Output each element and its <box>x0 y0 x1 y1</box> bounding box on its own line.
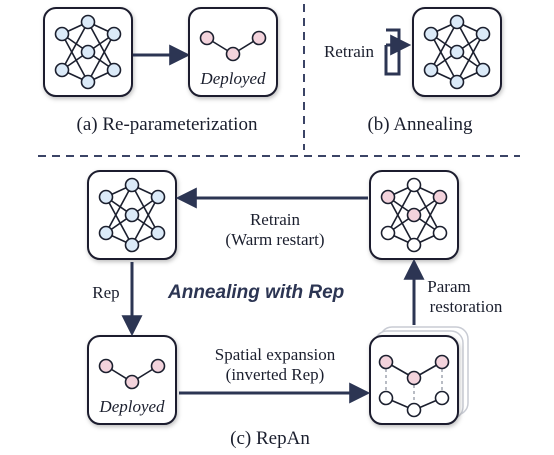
network-node <box>199 30 215 46</box>
network-edge <box>87 33 115 83</box>
network-node <box>98 225 114 241</box>
caption-c: (c) RepAn <box>230 428 310 449</box>
network-node <box>106 62 122 78</box>
network-node <box>124 374 140 390</box>
retrain-label-b: Retrain <box>323 42 375 61</box>
restoration-label: restoration <box>429 297 503 316</box>
network-edge <box>131 196 159 246</box>
network-node <box>406 177 422 193</box>
network-node <box>449 74 465 90</box>
network-node <box>124 177 140 193</box>
slim-network-icon <box>199 30 267 62</box>
network-edge <box>61 33 89 83</box>
network-edge <box>105 184 133 234</box>
expanded-network-icon <box>378 354 450 418</box>
network-edge <box>61 21 89 71</box>
spatial-expansion-label: Spatial expansion <box>214 345 336 364</box>
network-node <box>225 46 241 62</box>
panel-a-full-network <box>43 7 133 97</box>
panel-c-full-network <box>87 170 177 260</box>
network-node <box>378 354 394 370</box>
network-node <box>432 189 448 205</box>
network-node <box>406 402 422 418</box>
inverted-rep-label: (inverted Rep) <box>225 365 325 384</box>
panel-b-network <box>412 7 502 97</box>
network-node <box>449 44 465 60</box>
slim-network-icon <box>98 358 166 390</box>
panel-c-restored-network <box>369 170 459 260</box>
network-node <box>80 74 96 90</box>
network-edge <box>456 33 484 83</box>
network-node <box>150 189 166 205</box>
network-node <box>98 358 114 374</box>
full-network-icon <box>54 14 122 90</box>
network-edge <box>456 21 484 71</box>
network-node <box>475 62 491 78</box>
network-node <box>406 207 422 223</box>
annealing-with-rep-title: Annealing with Rep <box>168 282 345 303</box>
network-node <box>380 189 396 205</box>
network-node <box>406 237 422 253</box>
network-node <box>54 62 70 78</box>
network-node <box>423 26 439 42</box>
network-edge <box>387 184 415 234</box>
network-node <box>80 44 96 60</box>
network-node <box>251 30 267 46</box>
network-node <box>380 225 396 241</box>
network-node <box>98 189 114 205</box>
deployed-label-a: Deployed <box>200 69 266 88</box>
param-label: Param <box>427 277 471 296</box>
network-edge <box>87 21 115 71</box>
network-node <box>124 237 140 253</box>
network-node <box>432 225 448 241</box>
rep-label: Rep <box>92 283 120 302</box>
network-node <box>449 14 465 30</box>
network-node <box>434 390 450 406</box>
network-node <box>124 207 140 223</box>
network-edge <box>430 21 458 71</box>
network-node <box>54 26 70 42</box>
panel-c-expanded-stack <box>369 326 469 425</box>
retrain-label-c: Retrain <box>249 210 301 229</box>
network-edge <box>413 196 441 246</box>
network-edge <box>430 33 458 83</box>
network-node <box>378 390 394 406</box>
network-node <box>423 62 439 78</box>
network-edge <box>387 196 415 246</box>
network-edge <box>131 184 159 234</box>
network-node <box>434 354 450 370</box>
restored-network-icon <box>380 177 448 253</box>
network-node <box>150 358 166 374</box>
full-network-icon <box>98 177 166 253</box>
panel-a-deployed-network <box>188 7 278 97</box>
network-node <box>475 26 491 42</box>
network-edge <box>105 196 133 246</box>
network-node <box>106 26 122 42</box>
retrain-sub-label-c: (Warm restart) <box>225 230 325 249</box>
network-edge <box>413 184 441 234</box>
panel-c-deployed-network <box>87 335 177 425</box>
network-node <box>80 14 96 30</box>
arrow-b-retrain-loop <box>384 28 401 76</box>
caption-b: (b) Annealing <box>367 114 473 135</box>
caption-a: (a) Re-parameterization <box>76 114 258 135</box>
deployed-label-c: Deployed <box>99 397 165 416</box>
network-node <box>150 225 166 241</box>
full-network-icon <box>423 14 491 90</box>
network-node <box>406 370 422 386</box>
